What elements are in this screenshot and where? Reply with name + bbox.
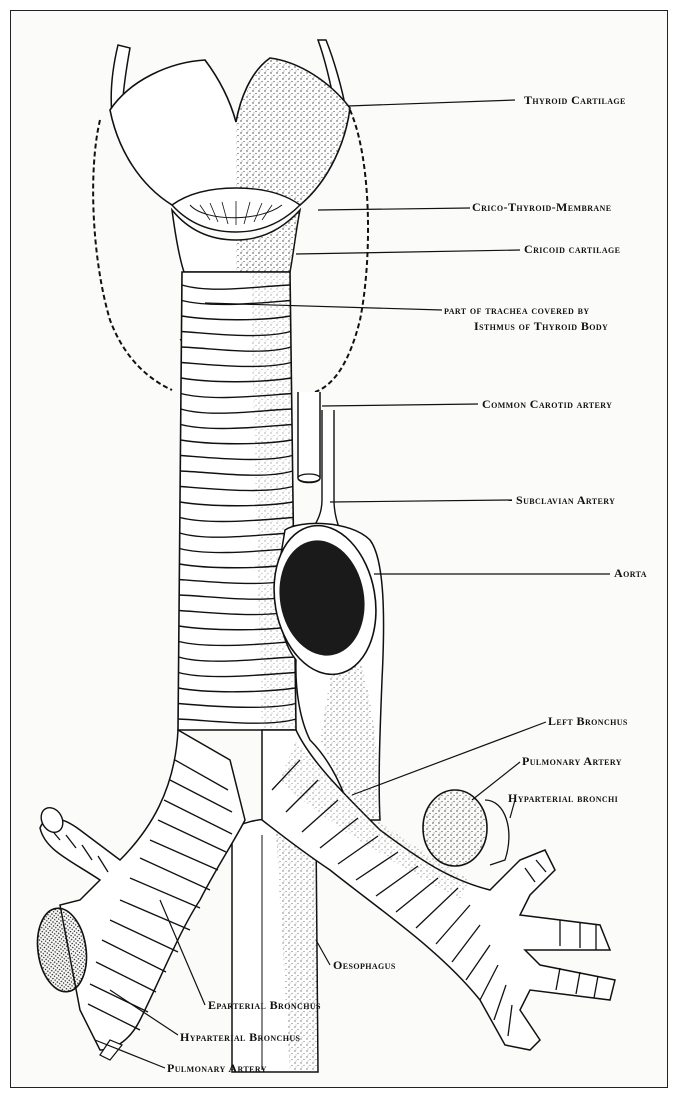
label-pulmonary-artery-left: Pulmonary Artery (167, 1061, 267, 1076)
label-thyroid-cartilage: Thyroid Cartilage (524, 93, 626, 108)
thyroid-cartilage (110, 40, 350, 232)
label-hyparterial-bronchi: Hyparterial bronchi (508, 791, 618, 806)
label-pulmonary-artery-right: Pulmonary Artery (522, 754, 622, 769)
label-oesophagus: Oesophagus (333, 958, 396, 973)
label-trachea-isthmus-line2: Isthmus of Thyroid Body (474, 319, 608, 334)
label-common-carotid-artery: Common Carotid artery (482, 397, 612, 412)
label-cricoid-cartilage: Cricoid cartilage (524, 242, 620, 257)
common-carotid-artery (298, 392, 320, 483)
label-eparterial-bronchus: Eparterial Bronchus (208, 998, 321, 1013)
label-hyparterial-bronchus: Hyparterial Bronchus (180, 1030, 300, 1045)
label-trachea-isthmus-line1: part of trachea covered by (444, 303, 590, 318)
label-aorta: Aorta (614, 566, 647, 581)
label-crico-thyroid-membrane: Crico-Thyroid-Membrane (472, 200, 611, 215)
label-subclavian-artery: Subclavian Artery (516, 493, 615, 508)
trachea (178, 272, 296, 730)
label-left-bronchus: Left Bronchus (548, 714, 628, 729)
